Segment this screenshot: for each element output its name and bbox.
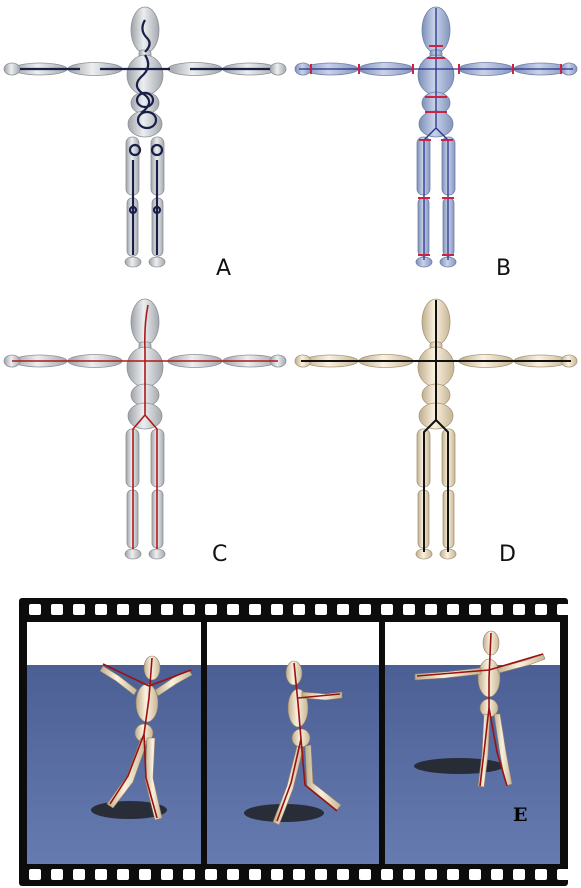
sprocket-hole [403,869,415,880]
sprocket-hole [183,869,195,880]
sprocket-hole [557,604,568,615]
sprocket-hole [161,604,173,615]
panel-c: C [0,290,290,580]
sprocket-hole [51,604,63,615]
sprocket-hole [513,869,525,880]
sprocket-hole [535,869,547,880]
panel-d-label: D [499,542,516,567]
panel-d: D [291,290,581,580]
frame-3 [385,622,560,864]
sprocket-hole [271,869,283,880]
sprocket-hole [29,869,41,880]
sprocket-hole [337,604,349,615]
sprocket-hole [469,869,481,880]
sprocket-hole [249,869,261,880]
sprocket-hole [447,604,459,615]
skin-curves [20,20,270,255]
sprocket-hole [491,869,503,880]
panel-a: A [0,0,290,285]
sprocket-hole [381,604,393,615]
sprocket-hole [491,604,503,615]
panel-a-label: A [216,256,231,281]
panel-e-label: E [513,804,527,826]
sprocket-hole [183,604,195,615]
sprocket-hole [425,869,437,880]
panel-d-figure [291,290,581,580]
sprocket-hole [447,869,459,880]
sprocket-hole [513,604,525,615]
sprocket-hole [469,604,481,615]
sprocket-hole [73,869,85,880]
sprocket-hole [535,604,547,615]
sprocket-hole [425,604,437,615]
sprocket-hole [359,869,371,880]
sprocket-hole [271,604,283,615]
panel-c-label: C [212,542,227,567]
sprocket-hole [117,604,129,615]
frame-1 [27,622,201,864]
sprocket-hole [139,869,151,880]
sprocket-hole [315,604,327,615]
panel-b: B [291,0,581,285]
sprocket-hole [293,869,305,880]
panel-c-figure [0,290,290,580]
panel-b-label: B [496,256,511,281]
sprocket-hole [249,604,261,615]
filmstrip-graphic [19,598,568,886]
sprocket-hole [359,604,371,615]
sprocket-hole [139,604,151,615]
sprocket-hole [557,869,568,880]
sprocket-hole [117,869,129,880]
panel-a-figure [0,0,290,285]
sprocket-hole [95,604,107,615]
sprocket-hole [205,604,217,615]
panel-b-figure [291,0,581,285]
sprocket-hole [95,869,107,880]
sprocket-hole [51,869,63,880]
sprocket-hole [161,869,173,880]
sprocket-hole [227,604,239,615]
sprocket-hole [205,869,217,880]
sprocket-hole [293,604,305,615]
sprocket-hole [381,869,393,880]
sprocket-hole [403,604,415,615]
filmstrip: E [19,598,568,886]
sprocket-hole [227,869,239,880]
sprocket-hole [29,604,41,615]
sprocket-hole [337,869,349,880]
frame-2 [207,622,379,864]
sprocket-hole [315,869,327,880]
sprocket-hole [73,604,85,615]
